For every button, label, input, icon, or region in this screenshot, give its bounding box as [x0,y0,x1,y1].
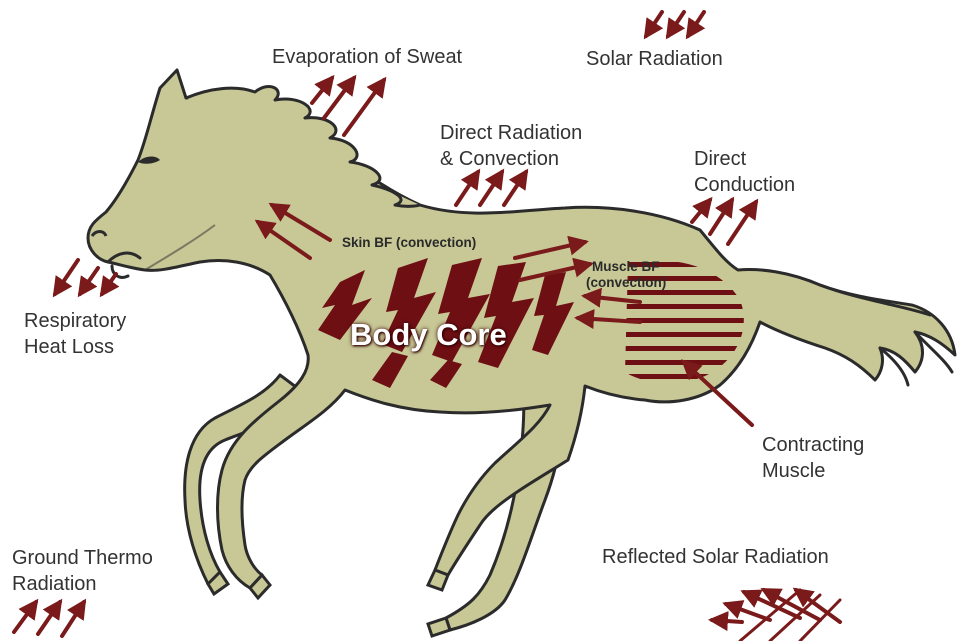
reflected-solar-label: Reflected Solar Radiation [602,544,829,570]
respiratory-label-line2: Heat Loss [24,334,114,360]
direct-radiation-arrows [456,172,526,205]
skin-bf-label: Skin BF (convection) [342,234,476,251]
solar-radiation-arrows [646,12,704,36]
contracting-muscle-label-line1: Contracting [762,432,864,458]
ground-thermo-label-line2: Radiation [12,571,97,597]
direct-conduction-label-line1: Direct [694,146,746,172]
direct-conduction-label-line2: Conduction [694,172,795,198]
respiratory-label-line1: Respiratory [24,308,126,334]
solar-radiation-label: Solar Radiation [586,46,723,72]
direct-radiation-label-line1: Direct Radiation [440,120,582,146]
respiratory-arrows [55,260,116,294]
muscle-bf-label-line2: (convection) [586,274,666,291]
muscle-bf-label-line1: Muscle BF [592,258,660,275]
ground-thermo-label-line1: Ground Thermo [12,545,153,571]
direct-radiation-label-line2: & Convection [440,146,559,172]
body-core-label: Body Core [350,322,507,348]
hind-hoof [428,570,448,590]
ground-thermo-arrows [14,602,84,636]
contracting-muscle-label-line2: Muscle [762,458,825,484]
far-hind-hoof [428,618,450,636]
evaporation-label: Evaporation of Sweat [272,44,462,70]
